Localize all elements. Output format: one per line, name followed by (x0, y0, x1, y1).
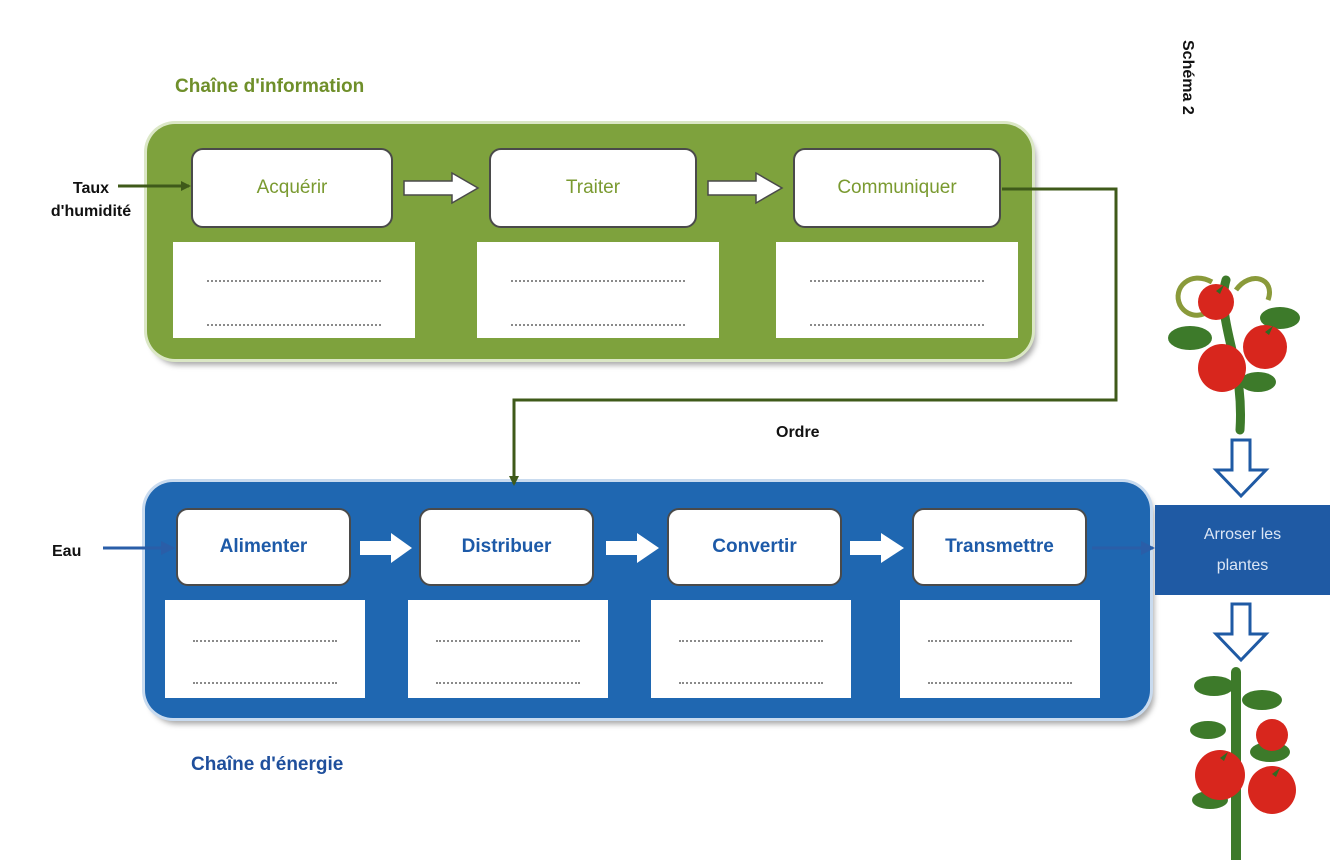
answer-box-transmettre (900, 600, 1100, 698)
arrow-right-icon (707, 171, 784, 205)
action-alimenter: Alimenter (176, 508, 351, 586)
arrow-right-icon (403, 171, 480, 205)
action-transmettre: Transmettre (912, 508, 1087, 586)
wilted-tomato-plant-icon (1168, 275, 1300, 435)
dotted-line (206, 324, 382, 326)
dotted-line (193, 640, 337, 642)
dotted-line (679, 682, 823, 684)
dotted-line (436, 682, 580, 684)
water-plants-line1: Arroser les (1203, 526, 1282, 543)
dotted-line (510, 324, 686, 326)
action-communiquer: Communiquer (793, 148, 1001, 228)
dotted-line (928, 640, 1072, 642)
action-distribuer: Distribuer (419, 508, 594, 586)
water-plants-box: Arroser les plantes (1155, 505, 1330, 595)
dotted-line (809, 324, 985, 326)
dotted-line (928, 682, 1072, 684)
action-traiter: Traiter (489, 148, 697, 228)
action-acquerir: Acquérir (191, 148, 393, 228)
dotted-line (193, 682, 337, 684)
dotted-line (436, 640, 580, 642)
arrow-down-icon (1212, 602, 1270, 663)
water-input-label: Eau (52, 543, 82, 560)
energy-chain-title: Chaîne d'énergie (191, 754, 344, 775)
dotted-line (510, 280, 686, 282)
dotted-line (206, 280, 382, 282)
healthy-tomato-plant-icon (1190, 667, 1296, 860)
arrow-right-icon (606, 533, 659, 563)
answer-box-communiquer (776, 242, 1018, 338)
info-chain-title: Chaîne d'information (175, 76, 365, 97)
answer-box-acquerir (173, 242, 415, 338)
humidity-input-label: Taux d'humidité (36, 177, 146, 223)
answer-box-traiter (477, 242, 719, 338)
dotted-line (679, 640, 823, 642)
humidity-label-line1: Taux (72, 180, 110, 197)
answer-box-convertir (651, 600, 851, 698)
dotted-line (809, 280, 985, 282)
action-convertir: Convertir (667, 508, 842, 586)
order-label: Ordre (776, 424, 820, 441)
water-plants-line2: plantes (1216, 557, 1269, 574)
arrow-right-icon (360, 533, 412, 563)
answer-box-distribuer (408, 600, 608, 698)
humidity-label-line2: d'humidité (50, 203, 132, 220)
arrow-down-icon (1212, 438, 1270, 499)
arrow-right-icon (850, 533, 904, 563)
order-wire (509, 187, 1118, 486)
answer-box-alimenter (165, 600, 365, 698)
